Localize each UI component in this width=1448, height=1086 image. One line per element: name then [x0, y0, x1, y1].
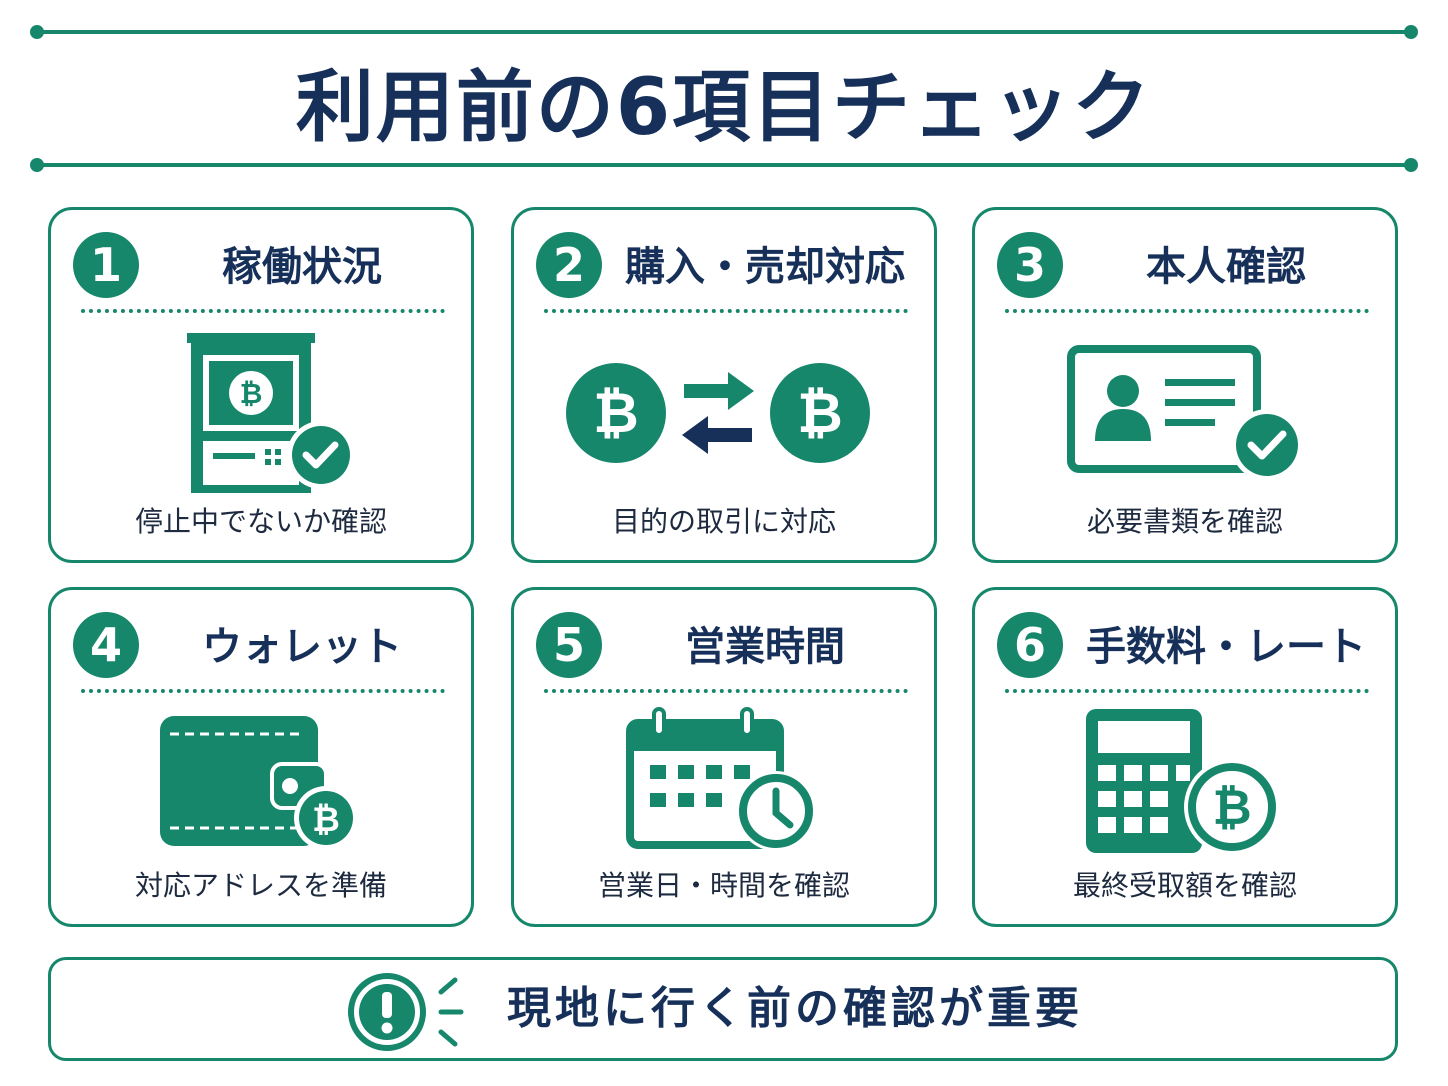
dotted-divider [544, 309, 908, 313]
dotted-divider [544, 689, 908, 693]
check-card-wallet: 4 ウォレット ₿ 対応アドレスを準備 [48, 587, 474, 927]
bitcoin-exchange-icon: ₿ ₿ [514, 328, 934, 498]
svg-text:₿: ₿ [312, 800, 340, 840]
item-number-badge: 4 [73, 612, 139, 678]
dotted-divider [81, 689, 445, 693]
item-caption: 対応アドレスを準備 [134, 869, 387, 902]
svg-text:₿: ₿ [1212, 780, 1251, 836]
dotted-divider [1005, 689, 1369, 693]
title-rule-bottom [30, 158, 1418, 172]
atm-check-icon: ₿ [51, 328, 471, 498]
check-card-buy-sell: 2 購入・売却対応 ₿ ₿ 目的の取引に対応 [511, 207, 937, 563]
svg-text:₿: ₿ [593, 381, 639, 446]
item-number-badge: 3 [997, 232, 1063, 298]
item-number-badge: 6 [997, 612, 1063, 678]
exclamation-alert-icon [341, 970, 521, 1054]
notice-text: 現地に行く前の確認が重要 [507, 983, 1083, 1034]
page-title: 利用前の6項目チェック [295, 63, 1153, 153]
notice-banner: 現地に行く前の確認が重要 [48, 957, 1398, 1061]
dotted-divider [1005, 309, 1369, 313]
item-heading: 手数料・レート [1086, 624, 1366, 670]
item-heading: 稼働状況 [222, 244, 382, 290]
title-rule-top [30, 25, 1418, 39]
check-card-business-hours: 5 営業時間 営業日・時間を確認 [511, 587, 937, 927]
id-card-check-icon [975, 328, 1395, 498]
item-number-badge: 2 [536, 232, 602, 298]
svg-text:₿: ₿ [797, 381, 843, 446]
bitcoin-wallet-icon: ₿ [51, 702, 471, 862]
item-caption: 目的の取引に対応 [611, 505, 836, 538]
svg-text:₿: ₿ [240, 377, 263, 410]
check-card-identity: 3 本人確認 必要書類を確認 [972, 207, 1398, 563]
check-card-fees-rate: 6 手数料・レート ₿ 最終受取額を確認 [972, 587, 1398, 927]
calendar-clock-icon [514, 702, 934, 862]
calculator-bitcoin-icon: ₿ [975, 702, 1395, 862]
item-caption: 必要書類を確認 [1086, 505, 1283, 538]
item-caption: 停止中でないか確認 [134, 505, 387, 538]
dotted-divider [81, 309, 445, 313]
item-caption: 最終受取額を確認 [1072, 869, 1297, 902]
check-card-operation-status: 1 稼働状況 ₿ 停止中でないか確認 [48, 207, 474, 563]
item-heading: 営業時間 [685, 624, 845, 670]
item-heading: ウォレット [202, 624, 402, 670]
item-heading: 購入・売却対応 [625, 244, 905, 290]
item-number-badge: 1 [73, 232, 139, 298]
item-number-badge: 5 [536, 612, 602, 678]
item-caption: 営業日・時間を確認 [597, 869, 850, 902]
item-heading: 本人確認 [1146, 244, 1306, 290]
